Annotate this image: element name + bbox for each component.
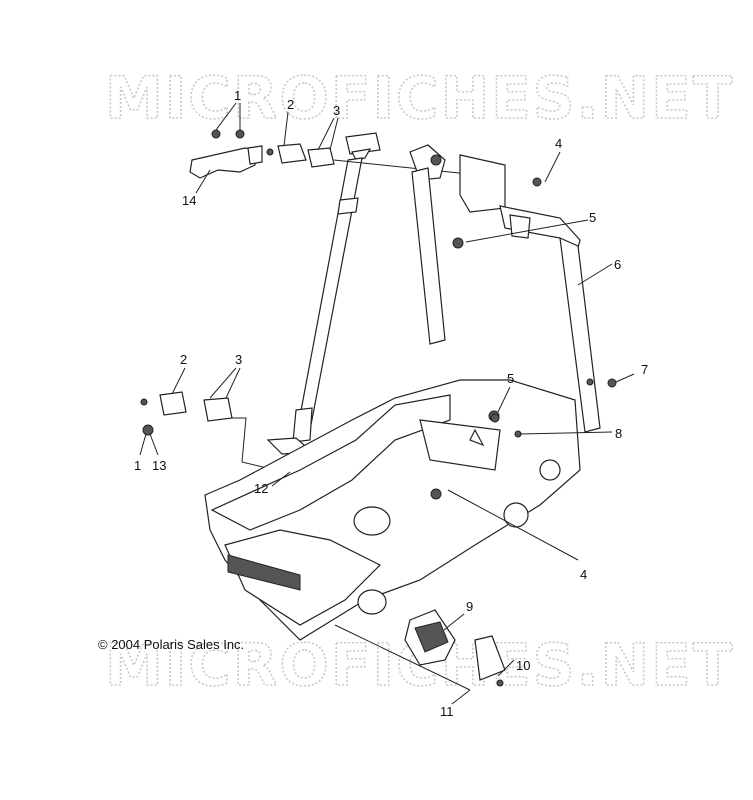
callout-3: 3	[333, 103, 340, 118]
callout-13: 13	[152, 458, 166, 473]
leader-lines	[139, 102, 635, 705]
callout-1: 1	[234, 88, 241, 103]
upper-bracket	[189, 129, 263, 179]
callout-2: 2	[287, 97, 294, 112]
copyright-notice: © 2004 Polaris Sales Inc.	[98, 637, 245, 652]
callout-12: 12	[254, 481, 268, 496]
callout-8: 8	[615, 426, 622, 441]
callout-5: 5	[589, 210, 596, 225]
callout-10: 10	[516, 658, 530, 673]
callout-2-lower: 2	[180, 352, 187, 367]
lower-clamps	[140, 391, 401, 501]
upper-clamps	[266, 143, 489, 177]
callout-11: 11	[440, 704, 454, 719]
callout-14: 14	[182, 193, 196, 208]
callout-1-lower: 1	[134, 458, 141, 473]
callout-3-lower: 3	[235, 352, 242, 367]
callout-4-lower: 4	[580, 567, 587, 582]
hardware	[452, 177, 617, 438]
main-frame	[204, 379, 581, 641]
roll-hoop	[409, 144, 601, 433]
boot-assembly	[334, 609, 506, 691]
callout-7: 7	[641, 362, 648, 377]
callout-9: 9	[466, 599, 473, 614]
callout-5-lower: 5	[507, 371, 514, 386]
callout-4: 4	[555, 136, 562, 151]
callout-6: 6	[614, 257, 621, 272]
watermark-top: MICROFICHES.NET	[105, 64, 734, 132]
callout-labels: 1 2 3 14 4 5 6 7 5 8 2 3 1 13 12 4 9 10 …	[134, 88, 648, 719]
